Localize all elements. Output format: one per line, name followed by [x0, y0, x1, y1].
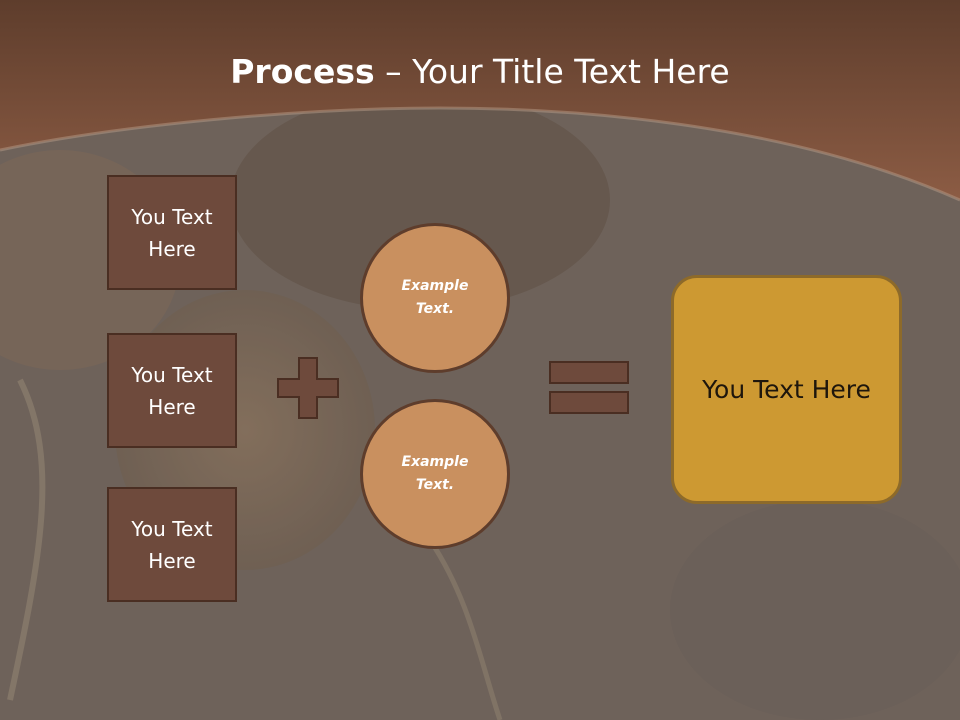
example-circle-2[interactable]: Example Text.: [360, 399, 510, 549]
text-box-2-content: You Text Here: [131, 359, 212, 423]
text-box-1-line2: Here: [148, 236, 196, 261]
plus-icon: [277, 357, 339, 419]
text-box-1-content: You Text Here: [131, 201, 212, 265]
text-box-3-line2: Here: [148, 548, 196, 573]
text-box-3-content: You Text Here: [131, 513, 212, 577]
example-circle-1-content: Example Text.: [402, 275, 469, 321]
text-box-1[interactable]: You Text Here: [107, 175, 237, 290]
result-text: You Text Here: [702, 375, 871, 404]
text-box-3[interactable]: You Text Here: [107, 487, 237, 602]
example-circle-2-line1: Example: [401, 454, 469, 470]
equals-icon: [549, 361, 629, 414]
text-box-3-line1: You Text: [131, 516, 213, 541]
example-circle-1[interactable]: Example Text.: [360, 223, 510, 373]
example-circle-2-line2: Text.: [415, 477, 455, 493]
text-box-1-line1: You Text: [131, 204, 213, 229]
title-rest: – Your Title Text Here: [374, 52, 730, 91]
text-box-2-line2: Here: [148, 394, 196, 419]
example-circle-1-line2: Text.: [415, 301, 455, 317]
text-box-2[interactable]: You Text Here: [107, 333, 237, 448]
text-box-2-line1: You Text: [131, 362, 213, 387]
result-box[interactable]: You Text Here: [671, 275, 902, 504]
example-circle-2-content: Example Text.: [402, 451, 469, 497]
example-circle-1-line1: Example: [401, 278, 469, 294]
page-title: Process – Your Title Text Here: [0, 52, 960, 91]
title-bold: Process: [230, 52, 375, 91]
